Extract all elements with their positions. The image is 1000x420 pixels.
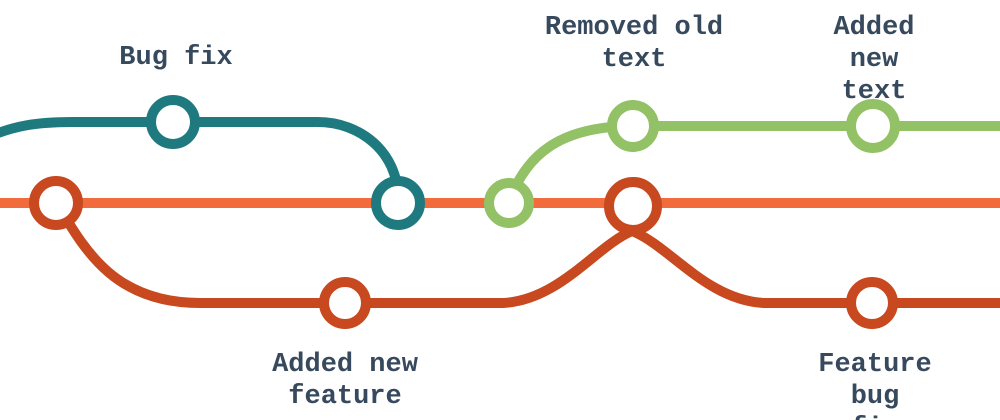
commit-node-bugfix-merge xyxy=(371,176,425,230)
commit-node-bug-fix xyxy=(146,95,200,149)
commit-label-added-new-text: Added new text xyxy=(833,13,915,107)
commit-node-added-new-text xyxy=(846,99,900,153)
commit-label-removed-old-text: Removed old text xyxy=(544,13,724,75)
bugfix-branch-line xyxy=(0,117,403,203)
commit-label-bug-fix: Bug fix xyxy=(119,43,233,73)
text-branch-line xyxy=(505,121,1000,204)
commit-node-removed-old-text xyxy=(607,100,659,152)
commit-label-feature-bug-fix: Feature bug fix xyxy=(818,350,932,420)
commit-node-feature-branch-off xyxy=(29,176,83,230)
commit-node-added-new-feature xyxy=(319,277,371,329)
feature-branch-line xyxy=(54,202,1000,308)
commit-node-text-branch-off xyxy=(484,178,534,228)
commit-node-feature-bug-fix xyxy=(846,277,898,329)
commit-node-feature-merge xyxy=(604,177,662,235)
commit-label-added-new-feature: Added new feature xyxy=(272,350,418,412)
